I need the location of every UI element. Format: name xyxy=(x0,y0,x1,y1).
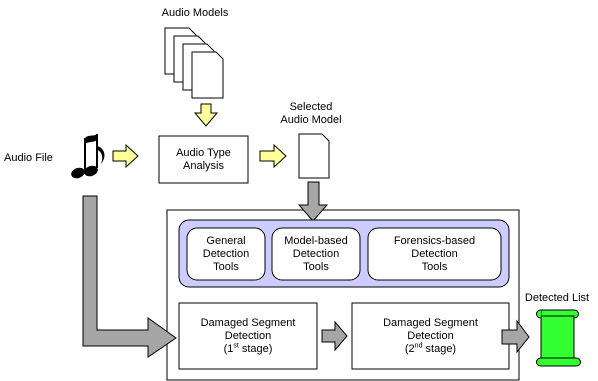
music-note-icon xyxy=(71,134,105,179)
selected-model-label: Selected Audio Model xyxy=(280,101,342,126)
forensics-tools-box xyxy=(367,227,502,281)
model-based-tools-box xyxy=(271,227,361,281)
stage1-box xyxy=(178,302,318,370)
model-to-tools-arrow xyxy=(297,181,329,222)
detected-list-scroll-icon xyxy=(536,309,581,367)
selected-model-document-icon xyxy=(298,133,330,179)
audio-models-label: Audio Models xyxy=(161,7,229,19)
stage1-to-stage2-arrow xyxy=(321,320,348,352)
general-tools-text: General Detection Tools xyxy=(202,234,250,273)
detected-list-label: Detected List xyxy=(524,292,590,304)
audio-file-label: Audio File xyxy=(4,152,53,164)
forensics-tools-text: Forensics-based Detection Tools xyxy=(393,234,476,273)
model-based-tools-text: Model-based Detection Tools xyxy=(284,234,348,273)
file-to-analysis-arrow xyxy=(112,143,139,169)
stage2-to-list-arrow xyxy=(501,319,530,354)
stage1-text: Damaged Segment Detection (1st stage) xyxy=(200,316,296,355)
audio-models-stack-icon xyxy=(164,27,224,99)
audio-type-analysis-text: Audio Type Analysis xyxy=(176,146,231,172)
audio-type-analysis-box xyxy=(158,135,249,184)
file-to-stage1-arrow xyxy=(82,195,177,358)
analysis-to-model-arrow xyxy=(259,143,287,169)
stage2-box xyxy=(351,302,510,370)
stage2-text: Damaged Segment Detection (2nd stage) xyxy=(383,316,478,355)
models-to-analysis-arrow xyxy=(193,103,219,127)
general-tools-box xyxy=(186,227,266,281)
